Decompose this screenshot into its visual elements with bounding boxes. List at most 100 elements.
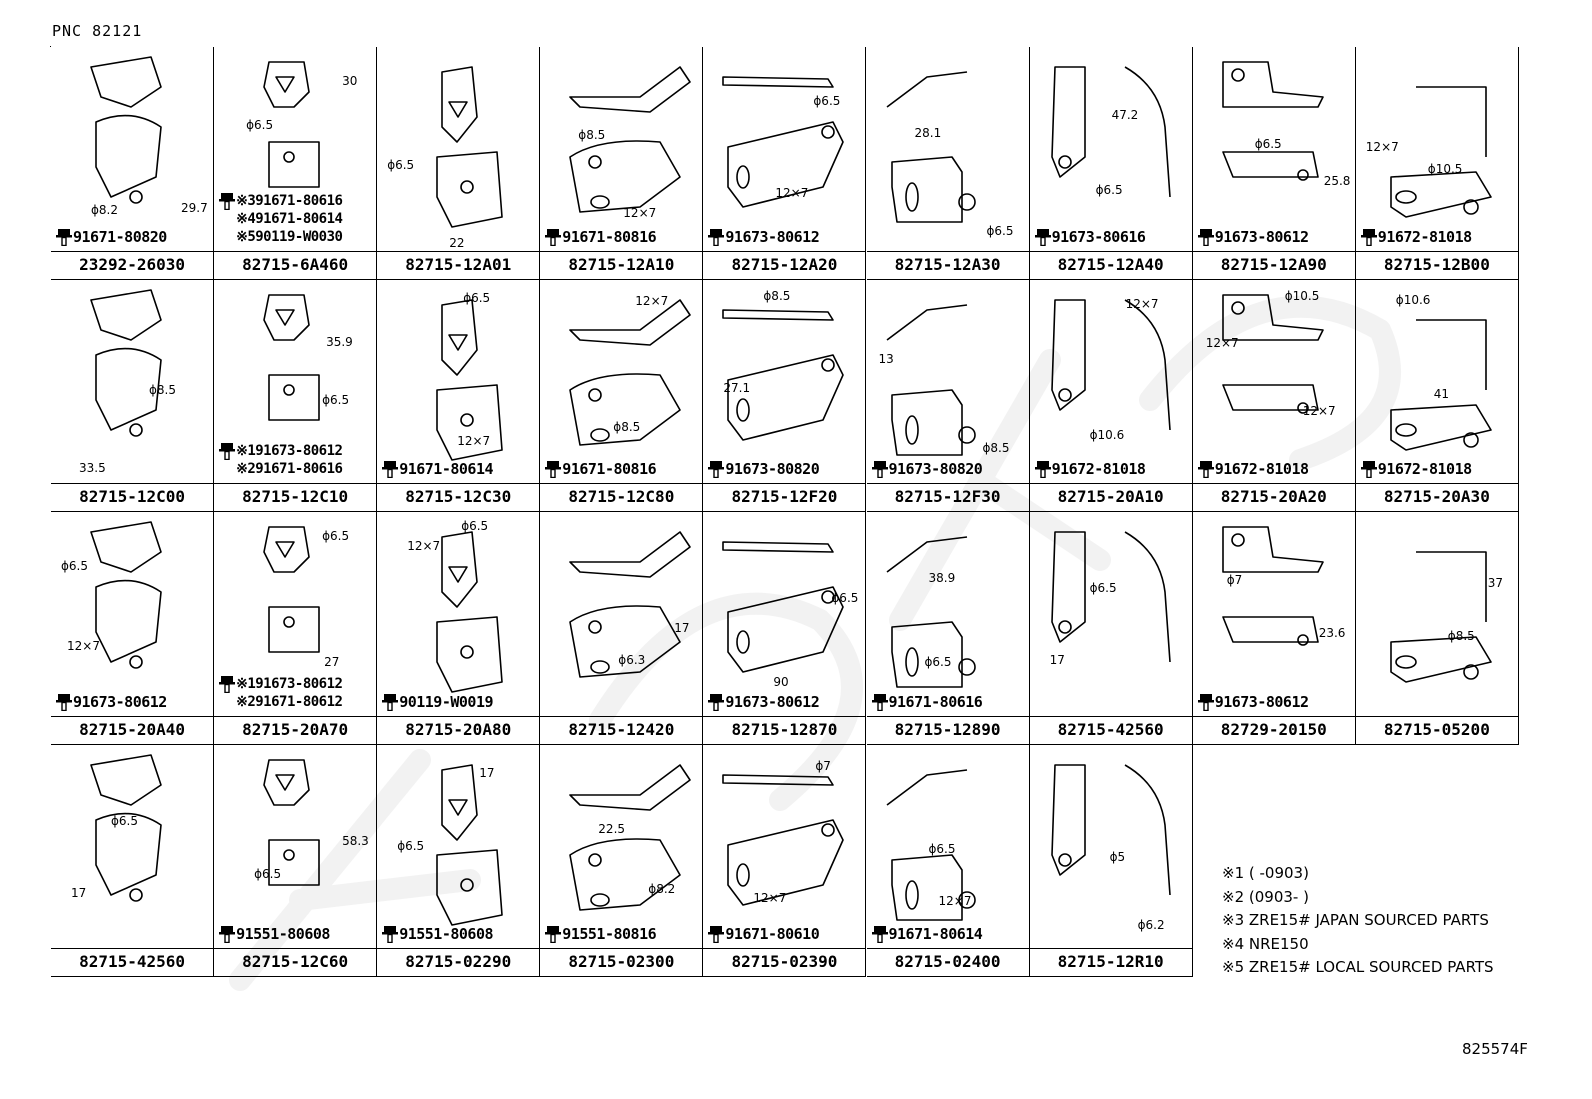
part-cell: 13 ϕ8.5 91673-80820 82715-12F30: [866, 279, 1030, 512]
part-number: 82715-42560: [51, 948, 214, 976]
bracket-drawing: [569, 298, 692, 446]
pnc-label: PNC 82121: [52, 22, 143, 40]
bracket-drawing: [263, 758, 320, 886]
note-1: ※1 ( -0903): [1222, 864, 1309, 882]
part-number: 82715-12F30: [866, 483, 1029, 511]
dimension-label: ϕ6.5: [254, 866, 282, 881]
dimension-label: ϕ6.5: [61, 559, 88, 573]
part-number: 82715-02300: [540, 948, 703, 976]
part-number: 82715-20A10: [1029, 483, 1192, 511]
bolt-part-number: 91673-80820: [888, 460, 983, 478]
dimension-label: 12×7: [1302, 403, 1336, 418]
bracket-drawing: [90, 288, 162, 437]
bolt-callout: 91671-80614: [871, 925, 983, 943]
dimension-label: 17: [479, 765, 495, 780]
bracket-drawing: [1050, 66, 1171, 198]
dimension-label: ϕ8.5: [578, 128, 606, 142]
bolt-icon: [56, 693, 72, 711]
bracket-drawing: [1050, 763, 1171, 895]
bracket-drawing: [90, 56, 162, 204]
bolt-callout: 91551-80608: [218, 925, 330, 943]
bolt-callout: 91673-80612: [55, 693, 167, 711]
part-number: 82715-20A70: [214, 715, 377, 744]
bolt-part-number: 91551-80608: [236, 925, 330, 943]
bolt-icon: [545, 228, 562, 246]
bolt-callout: 91671-80816: [544, 228, 657, 246]
bolt-icon: [1197, 693, 1214, 711]
dimension-label: 17: [71, 885, 87, 900]
note-2: ※2 (0903- ): [1222, 887, 1309, 906]
dimension-label: ϕ5: [1109, 849, 1126, 864]
part-number: 82715-05200: [1355, 715, 1518, 744]
dimension-label: ϕ7: [815, 758, 831, 773]
bracket-drawing: [1221, 293, 1324, 414]
bolt-icon: [382, 693, 399, 711]
dimension-label: ϕ6.5: [928, 841, 956, 856]
bolt-part-number: 91672-81018: [1051, 460, 1146, 478]
bracket-drawing: [722, 76, 845, 208]
dimension-label: 12×7: [1125, 296, 1159, 311]
bolt-part-number: 90119-W0019: [399, 692, 494, 711]
bolt-callout: 91551-80608: [381, 925, 494, 943]
note-5: ※5 ZRE15# LOCAL SOURCED PARTS: [1222, 958, 1494, 976]
part-number: 82715-02390: [703, 948, 866, 976]
bolt-callout: ※191673-80612※291671-80616: [218, 442, 343, 478]
bolt-part-number: 91551-80608: [399, 925, 494, 943]
dimension-label: 58.3: [342, 833, 369, 848]
dimension-label: 22.5: [598, 821, 626, 836]
dimension-label: 23.6: [1318, 626, 1346, 640]
dimension-label: ϕ6.5: [246, 118, 274, 132]
part-number: 82715-12C60: [214, 948, 377, 976]
dimension-label: 12×7: [1365, 140, 1399, 154]
bolt-icon: [871, 693, 888, 711]
bracket-drawing: [1050, 298, 1171, 430]
part-number: 82715-20A20: [1192, 483, 1355, 511]
dimension-label: ϕ7: [1226, 573, 1243, 587]
dimension-label: 12×7: [753, 890, 787, 905]
bracket-drawing: [1221, 61, 1324, 181]
bolt-part-number: 91673-80612: [725, 227, 820, 246]
bolt-part-number: 91671-80614: [399, 460, 494, 478]
bolt-icon: [545, 461, 562, 478]
part-number: 82715-12A30: [866, 250, 1029, 279]
bolt-part-number: 91671-80616: [888, 692, 983, 711]
note-3: ※3 ZRE15# JAPAN SOURCED PARTS: [1222, 911, 1489, 929]
dimension-label: 13: [878, 351, 894, 366]
part-number: 23292-26030: [51, 250, 214, 279]
bolt-icon: [708, 461, 725, 478]
bolt-callout: 91673-80820: [707, 460, 820, 478]
bolt-icon: [1034, 461, 1051, 478]
bolt-icon: [1034, 228, 1051, 246]
dimension-label: 17: [1049, 653, 1065, 667]
part-number: 82715-12C30: [377, 483, 540, 511]
dimension-label: ϕ8.5: [149, 382, 176, 397]
bracket-drawing: [263, 526, 320, 653]
bolt-callout: 91673-80616: [1034, 228, 1146, 246]
dimension-label: 35.9: [326, 334, 353, 349]
bracket-drawing: [90, 753, 162, 902]
bolt-callout: ※191673-80612※291671-80612: [218, 675, 343, 711]
dimension-label: 12×7: [623, 206, 657, 220]
dimension-label: ϕ6.2: [1137, 917, 1165, 932]
bracket-drawing: [436, 66, 503, 228]
dimension-label: 12×7: [67, 639, 100, 653]
dimension-label: ϕ8.5: [982, 440, 1010, 455]
bolt-callout: 91671-80616: [871, 693, 983, 711]
part-number: 82715-12C80: [540, 483, 703, 511]
dimension-label: 33.5: [79, 460, 106, 475]
dimension-label: 12×7: [1205, 335, 1239, 350]
bolt-callout: 91672-81018: [1197, 460, 1309, 478]
bracket-drawing: [1389, 318, 1492, 451]
dimension-label: ϕ6.5: [322, 392, 350, 407]
part-number: 82715-12F20: [703, 483, 866, 511]
